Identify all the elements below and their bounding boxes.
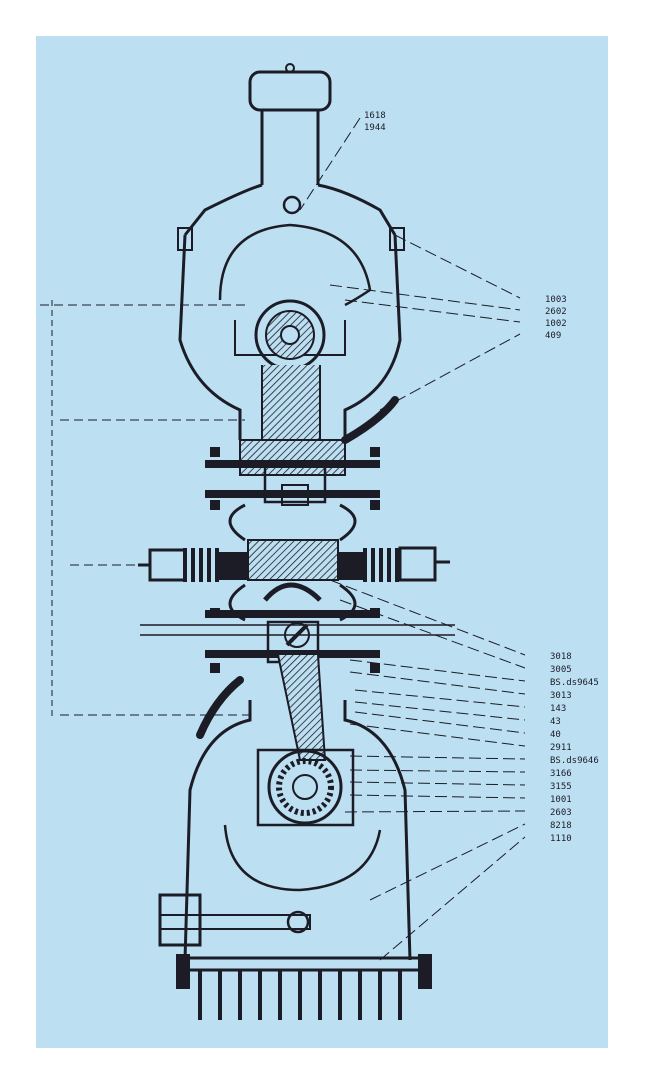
upper-crankcase xyxy=(177,223,405,440)
dimension-lines xyxy=(40,300,250,720)
label-8218: 8218 xyxy=(550,821,572,831)
label-1001: 1001 xyxy=(550,795,572,805)
inlet-pipes xyxy=(196,396,399,739)
labels-top: 1618 1944 xyxy=(364,111,386,133)
label-2602: 2602 xyxy=(545,307,567,317)
label-1003: 1003 xyxy=(545,295,567,305)
spark-plug-right xyxy=(338,546,450,582)
label-1110: 1110 xyxy=(550,834,572,844)
label-3166: 3166 xyxy=(550,769,572,779)
lower-connecting-rod xyxy=(277,654,327,761)
label-1002: 1002 xyxy=(545,319,567,329)
top-cap xyxy=(183,63,397,236)
label-409: 409 xyxy=(545,331,561,341)
labels-right-lower: 3018 3005 BS.ds9645 3013 143 43 40 2911 … xyxy=(550,652,599,844)
label-3018: 3018 xyxy=(550,652,572,662)
labels-right-upper: 1003 2602 1002 409 xyxy=(545,295,567,341)
lower-crankcase xyxy=(158,700,412,961)
label-3005: 3005 xyxy=(550,665,572,675)
label-bs-ds9646: BS.ds9646 xyxy=(550,756,599,766)
label-1944: 1944 xyxy=(364,123,386,133)
label-43: 43 xyxy=(550,717,561,727)
leader-lines xyxy=(299,117,526,961)
label-3013: 3013 xyxy=(550,691,572,701)
cylinder-block xyxy=(138,439,455,673)
label-1618: 1618 xyxy=(364,111,386,121)
spark-plug-left xyxy=(138,548,248,582)
label-2603: 2603 xyxy=(550,808,572,818)
oil-sump xyxy=(176,954,432,1020)
label-3155: 3155 xyxy=(550,782,572,792)
label-bs-ds9645: BS.ds9645 xyxy=(550,678,599,688)
label-143: 143 xyxy=(550,704,566,714)
label-2911: 2911 xyxy=(550,743,572,753)
label-40: 40 xyxy=(550,730,561,740)
